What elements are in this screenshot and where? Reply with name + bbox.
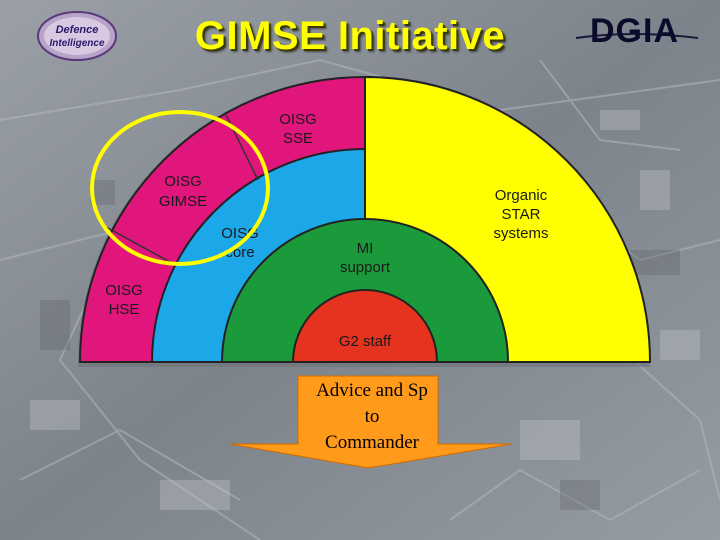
dgia-logo-text: DGIA — [590, 12, 679, 50]
divider-hse-gimse — [105, 226, 171, 263]
label-gimse-line1: OISG — [164, 173, 202, 190]
logo-text-line2: Intelligence — [49, 38, 104, 49]
advice-arrow — [229, 375, 513, 469]
arrow-label-line1: Advice and Sp — [316, 380, 428, 401]
label-gimse-line2: GIMSE — [159, 193, 207, 210]
label-mi-line2: support — [340, 259, 391, 276]
label-organic-line1: Organic — [495, 187, 548, 204]
label-organic-line2: STAR — [502, 206, 541, 223]
label-g2-staff: G2 staff — [339, 333, 392, 350]
label-hse-line1: OISG — [105, 282, 143, 299]
dgia-logo-shape — [575, 33, 699, 39]
defence-intelligence-logo: Defence Intelligence — [36, 10, 118, 62]
label-sse-line1: OISG — [279, 111, 317, 128]
label-organic-line3: systems — [493, 225, 548, 242]
label-sse-line2: SSE — [283, 130, 313, 147]
page-title: GIMSE Initiative — [194, 14, 506, 58]
arrow-label-line2: to — [364, 406, 380, 427]
arrow-label-line3: Commander — [325, 432, 419, 453]
label-core-line1: OISG — [221, 225, 259, 242]
arrow-label: Advice and Sp to Commander — [296, 378, 448, 456]
label-hse-line2: HSE — [109, 301, 140, 318]
segment-g2-staff — [291, 289, 439, 363]
label-mi-line1: MI — [357, 240, 374, 257]
logo-text-line1: Defence — [56, 24, 99, 36]
highlight-circle — [90, 110, 270, 266]
